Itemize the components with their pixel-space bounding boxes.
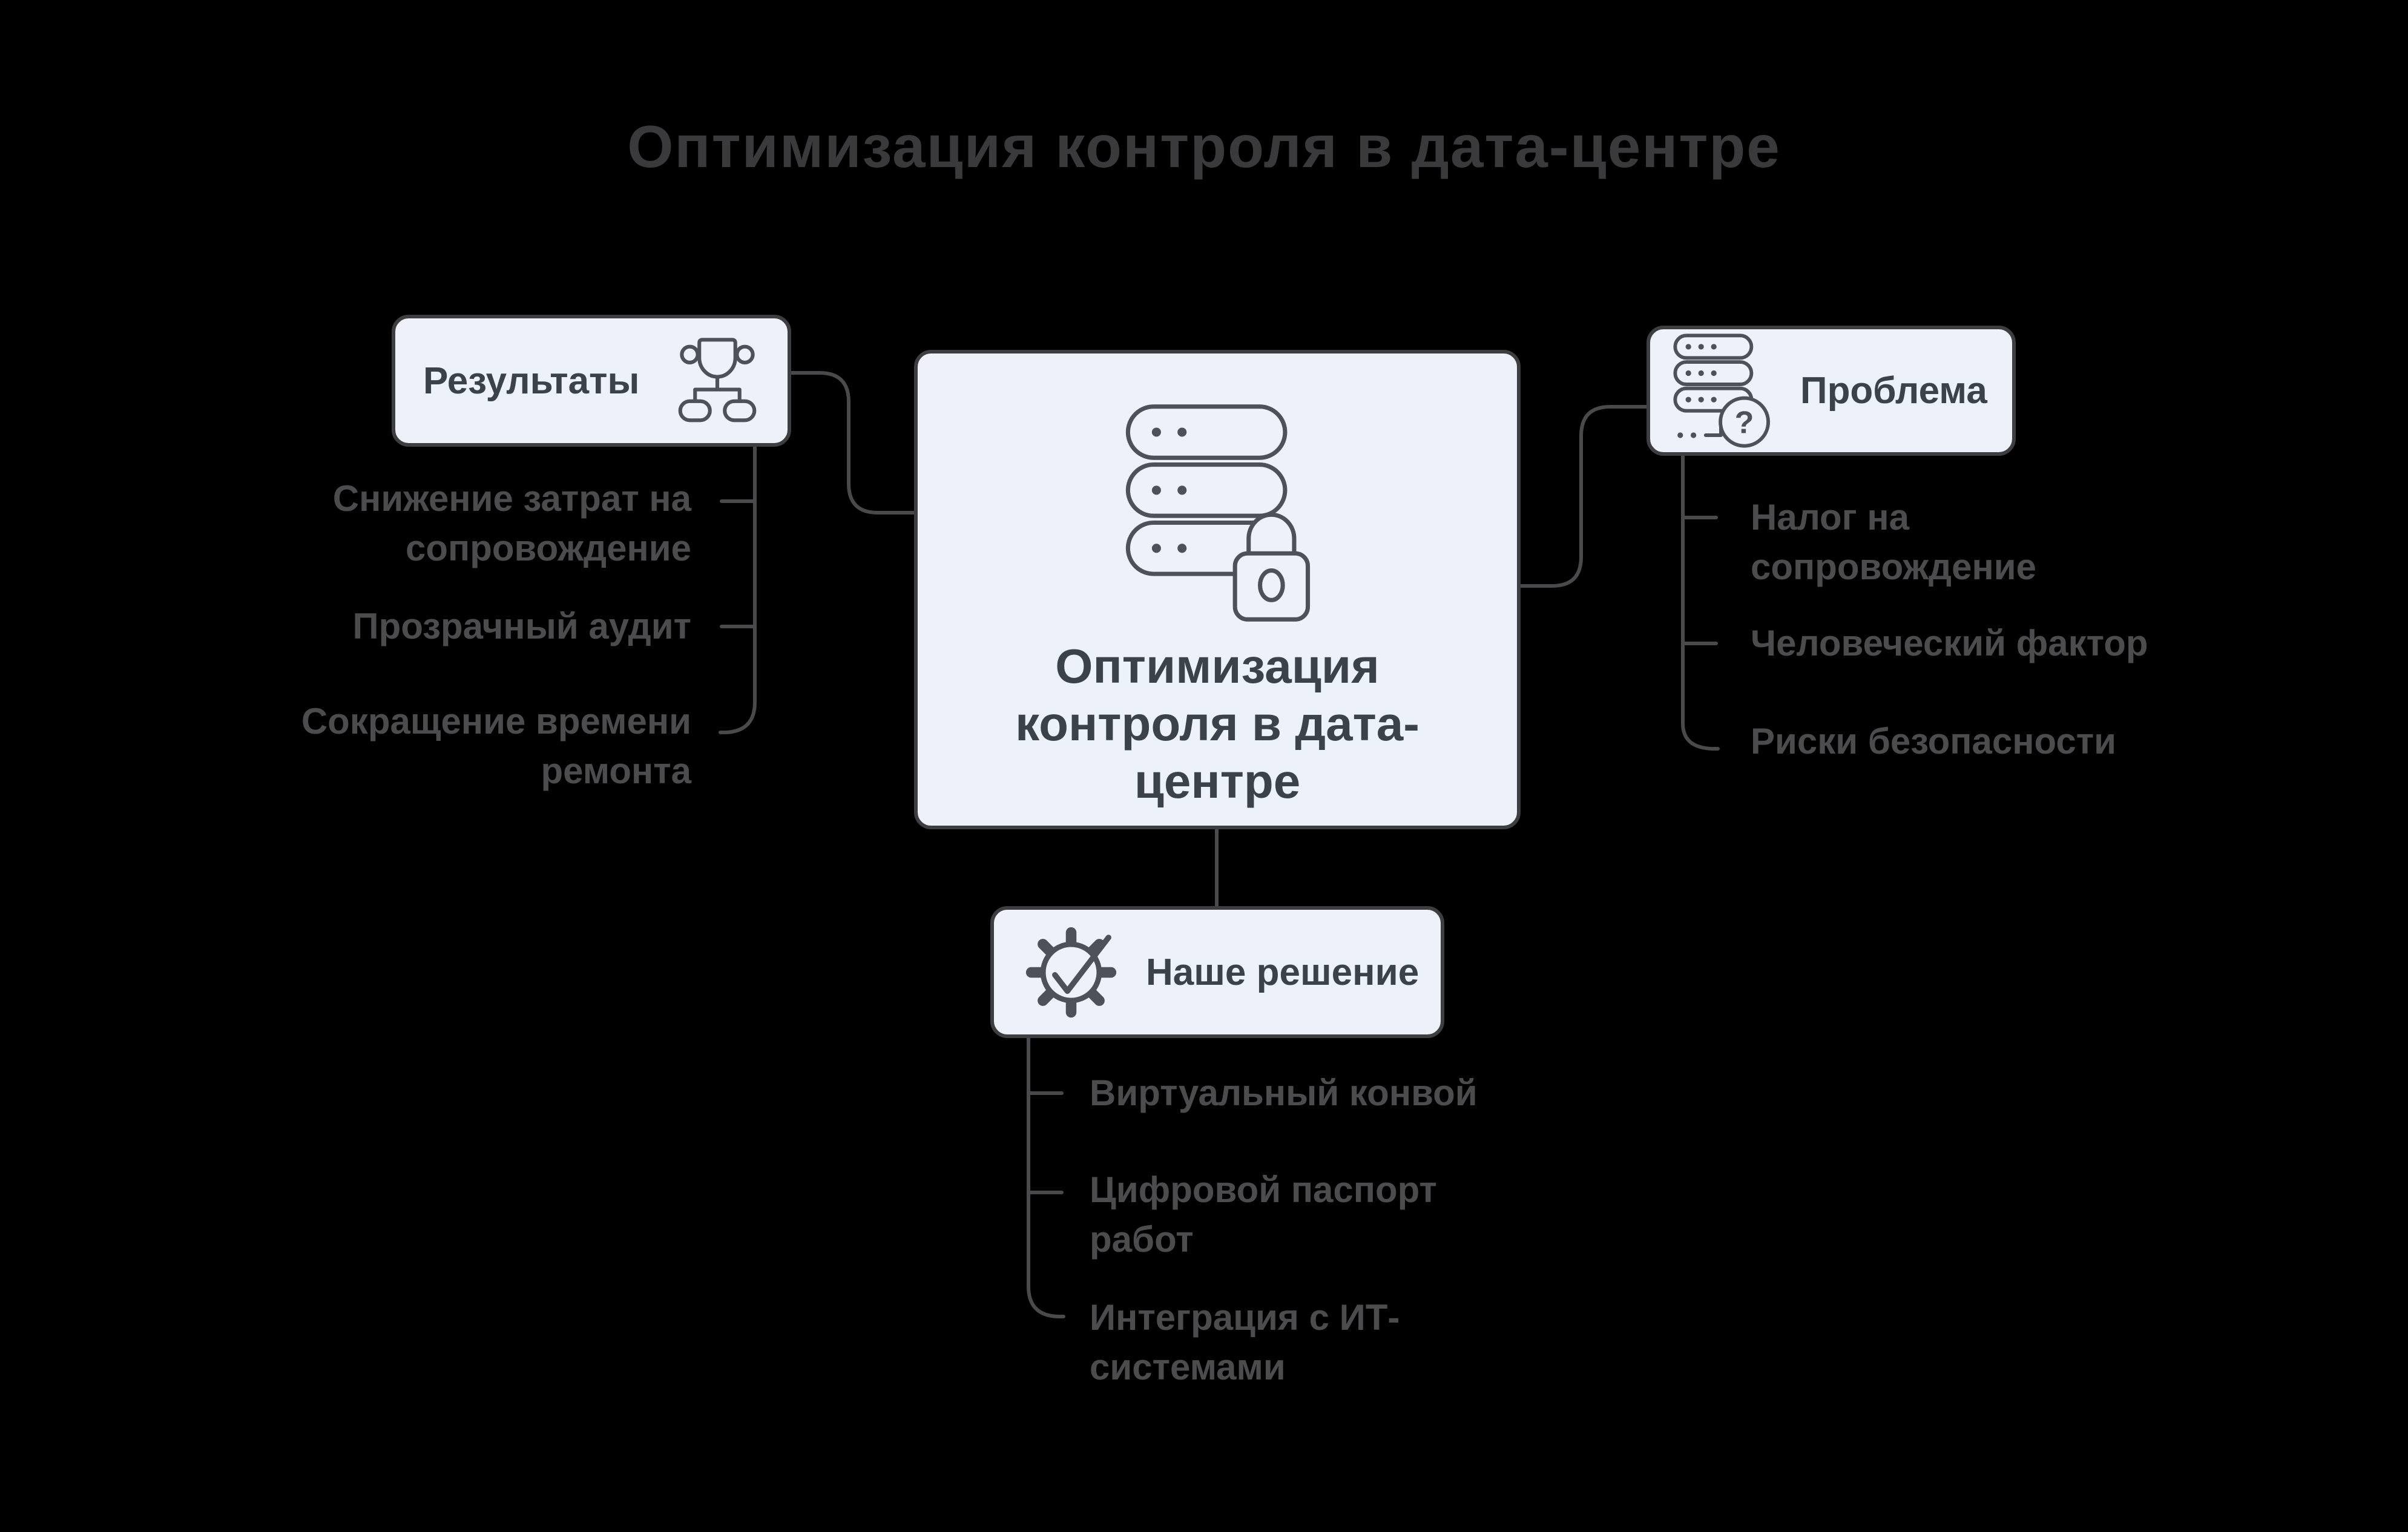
- results-branch-spine: [719, 445, 757, 734]
- problem-item-2: Риски безопасности: [1751, 721, 2116, 761]
- diagram-title: Оптимизация контроля в дата-центре: [627, 113, 1781, 180]
- solution-item-2: Интеграция с ИТ- системами: [1090, 1297, 1400, 1387]
- branch-card-results: Результаты: [392, 315, 791, 447]
- branch-label-results: Результаты: [423, 360, 640, 402]
- results-item-1: Прозрачный аудит: [352, 606, 691, 646]
- trophy-hierarchy-icon: [678, 337, 757, 422]
- connector-results-center: [789, 371, 916, 515]
- branch-card-problem: ? Проблема: [1646, 326, 2016, 456]
- server-question-icon: ?: [1673, 334, 1771, 448]
- results-item-0: Снижение затрат на сопровождение: [332, 478, 691, 568]
- central-topic-card: Оптимизация контроля в дата- центре: [914, 350, 1521, 829]
- results-item-2: Сокращение времени ремонта: [301, 701, 691, 791]
- branch-card-solution: Наше решение: [990, 906, 1444, 1038]
- central-topic-label: Оптимизация контроля в дата- центре: [1015, 639, 1419, 808]
- solution-branch-spine: [1027, 1036, 1065, 1318]
- question-mark-glyph: ?: [1735, 406, 1754, 441]
- problem-item-1: Человеческий фактор: [1751, 623, 2148, 663]
- problem-item-0: Налог на сопровождение: [1751, 497, 2037, 587]
- connector-center-problem: [1519, 405, 1648, 588]
- branch-label-solution: Наше решение: [1146, 951, 1419, 993]
- server-rack-lock-icon: [1125, 404, 1310, 622]
- gear-check-icon: [1025, 927, 1117, 1017]
- solution-item-1: Цифровой паспорт работ: [1090, 1169, 1437, 1260]
- problem-branch-spine: [1681, 454, 1720, 751]
- branch-label-problem: Проблема: [1800, 370, 1987, 412]
- solution-item-0: Виртуальный конвой: [1090, 1073, 1478, 1113]
